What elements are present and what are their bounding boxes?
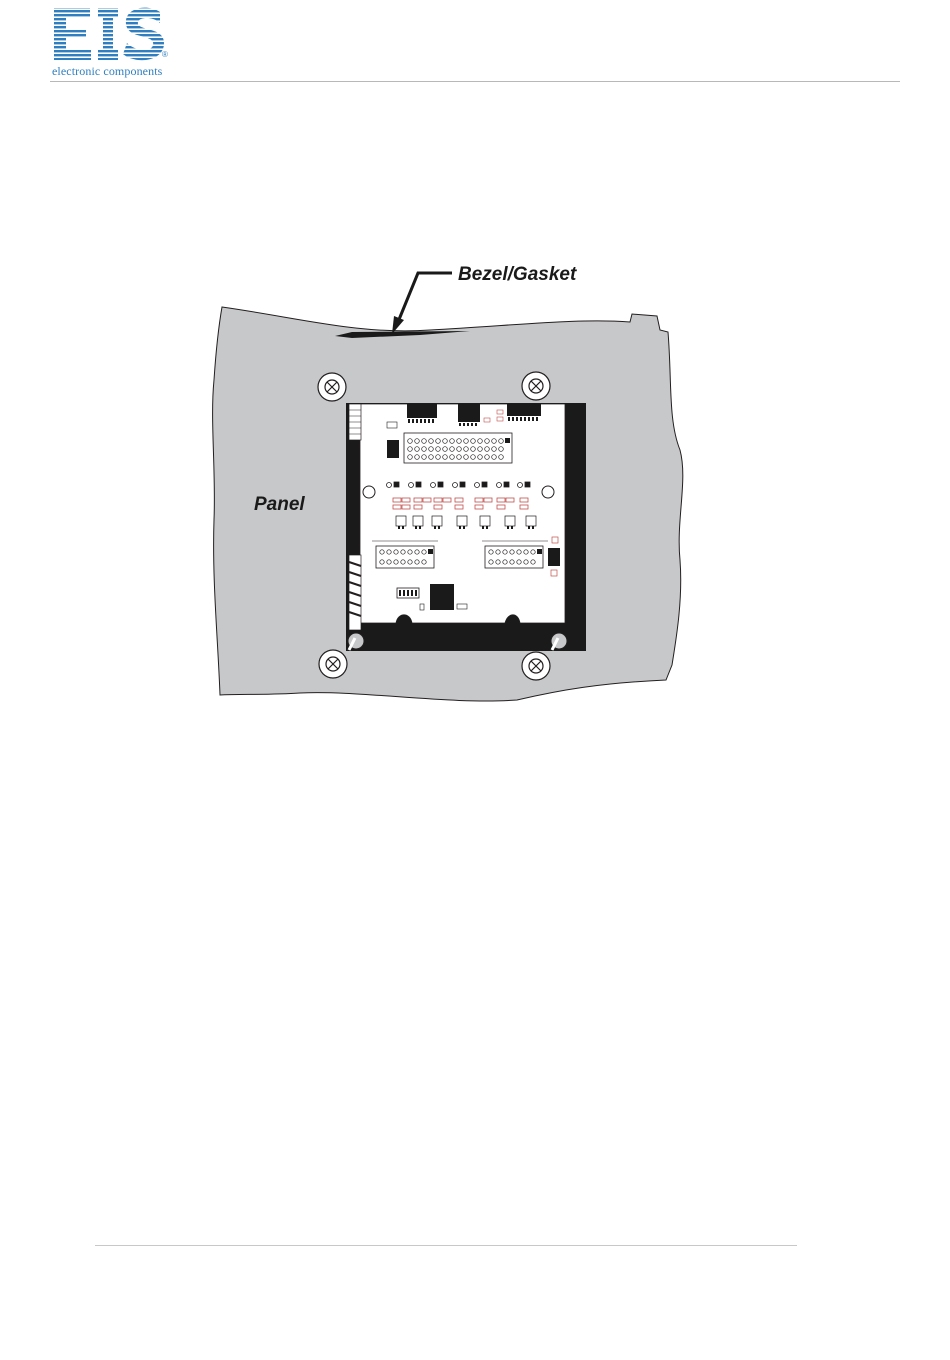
panel-screw [522, 372, 550, 400]
header-rule [50, 81, 900, 82]
eis-logo: ® electronic components [50, 6, 190, 76]
logo-subtitle: electronic components [52, 64, 162, 79]
registered-mark: ® [162, 50, 168, 59]
panel-screw [522, 652, 550, 680]
eis-logo-letters [50, 6, 170, 62]
footer-rule [95, 1245, 797, 1246]
panel-label: Panel [254, 494, 305, 516]
transistor-row [396, 516, 536, 526]
panel-screw [318, 373, 346, 401]
bottom-processor-chip [430, 584, 454, 610]
lower-right-header [485, 546, 543, 568]
bezel-leader-line [398, 273, 452, 322]
bezel-gasket-label: Bezel/Gasket [458, 264, 576, 286]
panel-mount-diagram [200, 250, 720, 720]
panel-screw [319, 650, 347, 678]
lower-left-header [376, 546, 434, 568]
